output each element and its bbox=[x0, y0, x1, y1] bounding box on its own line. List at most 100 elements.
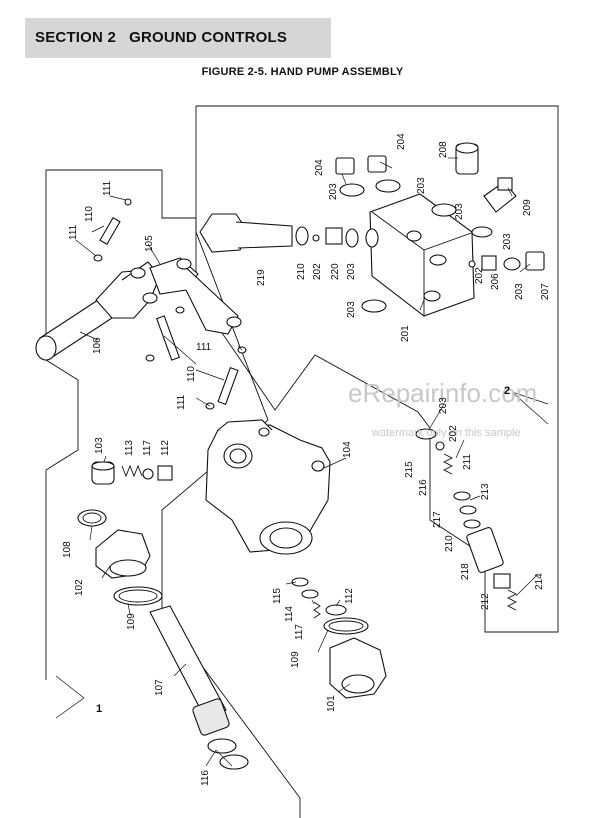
callout-105: 105 bbox=[144, 235, 155, 252]
section-header: SECTION 2 GROUND CONTROLS bbox=[25, 18, 331, 58]
plug-101 bbox=[329, 637, 387, 699]
callout-218: 218 bbox=[460, 563, 471, 580]
callout-219: 219 bbox=[256, 269, 267, 286]
spring-113 bbox=[121, 464, 143, 478]
callout-112: 112 bbox=[344, 588, 355, 604]
watermark-brand: eRepairinfo.com bbox=[348, 378, 537, 408]
assembly-label-1: 1 bbox=[96, 703, 102, 715]
pin-110-middle bbox=[145, 306, 185, 362]
callout-203: 203 bbox=[328, 183, 339, 200]
seals-203-top bbox=[339, 179, 457, 217]
callout-212: 212 bbox=[480, 593, 491, 610]
pin-110-lower bbox=[205, 346, 247, 410]
callout-203: 203 bbox=[454, 203, 465, 220]
callout-214: 214 bbox=[534, 573, 545, 590]
leader-lines bbox=[75, 157, 539, 767]
callout-204: 204 bbox=[396, 133, 407, 150]
ring-115 bbox=[291, 577, 309, 587]
assembly-label-2: 2 bbox=[504, 385, 510, 397]
callout-103: 103 bbox=[94, 437, 105, 454]
callout-203: 203 bbox=[346, 263, 357, 280]
manifold-201 bbox=[369, 193, 475, 317]
callout-202: 202 bbox=[448, 425, 459, 442]
callout-210: 210 bbox=[444, 535, 455, 552]
callout-207: 207 bbox=[540, 283, 551, 300]
seat-112-upper bbox=[157, 465, 173, 481]
plug-103 bbox=[91, 461, 115, 485]
gland-102 bbox=[95, 529, 151, 579]
callout-112: 112 bbox=[160, 440, 171, 456]
fitting-209 bbox=[483, 177, 517, 213]
callout-209: 209 bbox=[522, 199, 533, 216]
callout-111: 111 bbox=[68, 224, 79, 240]
callout-213: 213 bbox=[480, 483, 491, 500]
seals-210-202-220 bbox=[295, 226, 379, 248]
link-105 bbox=[149, 257, 242, 335]
callout-104: 104 bbox=[342, 441, 353, 458]
washer-114 bbox=[301, 589, 319, 599]
callout-110: 110 bbox=[84, 206, 95, 222]
hand-knob-219 bbox=[199, 213, 293, 253]
callout-111: 111 bbox=[196, 342, 212, 353]
callout-107: 107 bbox=[154, 679, 165, 696]
callout-110: 110 bbox=[186, 366, 197, 382]
callout-203: 203 bbox=[346, 301, 357, 318]
callout-211: 211 bbox=[462, 454, 473, 470]
callout-203: 203 bbox=[514, 283, 525, 300]
cap-207-group bbox=[468, 251, 545, 271]
o-ring-109-right bbox=[323, 617, 369, 635]
pump-body-104 bbox=[205, 419, 331, 555]
callout-204: 204 bbox=[314, 159, 325, 176]
callout-113: 113 bbox=[124, 440, 135, 456]
callout-115: 115 bbox=[272, 588, 283, 604]
section-label: SECTION 2 GROUND CONTROLS bbox=[35, 29, 288, 46]
callout-106: 106 bbox=[92, 337, 103, 354]
callout-208: 208 bbox=[438, 141, 449, 158]
o-ring-109-left bbox=[113, 586, 163, 606]
callout-202: 202 bbox=[474, 267, 485, 284]
spring-117-lower bbox=[313, 601, 321, 619]
callout-203: 203 bbox=[502, 233, 513, 250]
callout-109: 109 bbox=[290, 651, 301, 668]
callout-215: 215 bbox=[404, 461, 415, 478]
callout-206: 206 bbox=[490, 273, 501, 290]
plunger-107 bbox=[149, 605, 230, 736]
callout-108: 108 bbox=[62, 541, 73, 558]
seat-112-lower bbox=[325, 604, 347, 616]
figure-title: FIGURE 2-5. HAND PUMP ASSEMBLY bbox=[201, 66, 404, 78]
seal-203-right bbox=[471, 226, 493, 238]
callout-116: 116 bbox=[200, 770, 211, 786]
callout-203: 203 bbox=[438, 397, 449, 414]
ring-108 bbox=[77, 509, 107, 527]
pin-110-upper bbox=[93, 198, 132, 262]
callout-201: 201 bbox=[400, 325, 411, 342]
watermark-notice: watermark only on this sample bbox=[371, 427, 521, 439]
o-rings-116 bbox=[207, 738, 249, 770]
plug-204-right bbox=[367, 155, 387, 173]
callout-203: 203 bbox=[416, 177, 427, 194]
assembly-1-boundary bbox=[161, 170, 301, 818]
callout-111: 111 bbox=[102, 180, 113, 196]
ball-117-upper bbox=[142, 468, 154, 480]
banjo-bolt-208 bbox=[455, 142, 479, 175]
assembly-2-leader bbox=[511, 391, 549, 425]
callout-117: 117 bbox=[294, 624, 305, 640]
assembly-1-boundary-left bbox=[45, 169, 162, 680]
assembly-1-leader bbox=[55, 675, 85, 719]
callout-202: 202 bbox=[312, 263, 323, 280]
plug-204-left bbox=[335, 157, 355, 175]
callout-102: 102 bbox=[74, 579, 85, 596]
callout-101: 101 bbox=[326, 695, 337, 712]
callout-114: 114 bbox=[284, 606, 295, 622]
valve-stack-lower bbox=[415, 428, 518, 611]
callout-117: 117 bbox=[142, 440, 153, 456]
callout-216: 216 bbox=[418, 479, 429, 496]
callout-210: 210 bbox=[296, 263, 307, 280]
callout-217: 217 bbox=[432, 511, 443, 528]
callout-111: 111 bbox=[176, 394, 187, 410]
callout-220: 220 bbox=[330, 263, 341, 280]
callout-109: 109 bbox=[126, 613, 137, 630]
callouts: 111 110 111 105 106 111 110 111 103 113 … bbox=[62, 133, 551, 786]
seal-203-left bbox=[361, 299, 387, 313]
